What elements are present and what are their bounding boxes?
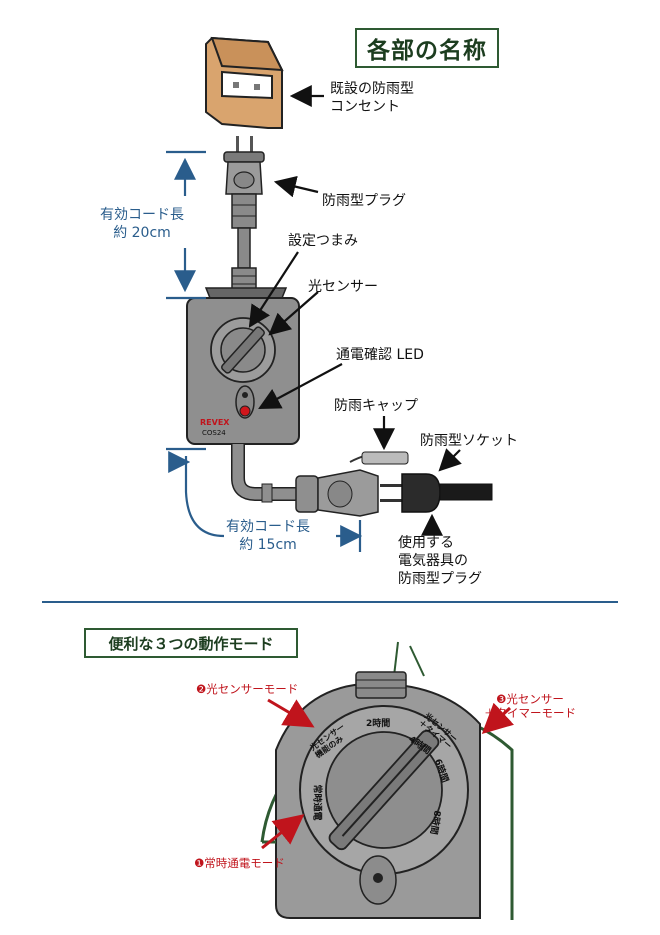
- brand-logo: REVEX: [200, 418, 230, 427]
- bottom-cord-illustration: [231, 444, 493, 517]
- dimension-bottom: [166, 447, 363, 552]
- model-label: COS24: [202, 429, 226, 437]
- dial-closeup-illustration: [260, 641, 514, 920]
- label-cord-bottom: 有効コード長 約 15cm: [226, 519, 310, 553]
- label-plug: 防雨型プラグ: [322, 193, 406, 209]
- label-sensor: 光センサー: [308, 279, 378, 295]
- mode-arrows: [261, 698, 515, 850]
- dial-label-2h: 2時間: [366, 719, 391, 729]
- label-dial: 設定つまみ: [288, 233, 358, 249]
- label-cord-top: 有効コード長 約 20cm: [100, 207, 184, 241]
- top-plug-illustration: [223, 136, 265, 299]
- dial-label-always-on: 常時通電: [311, 784, 322, 821]
- label-cap: 防雨キャップ: [334, 398, 418, 414]
- existing-outlet-illustration: [205, 36, 284, 129]
- label-mode-1: ❶常時通電モード: [194, 856, 285, 870]
- dimension-top: [166, 150, 206, 300]
- label-led: 通電確認 LED: [336, 347, 424, 363]
- label-socket: 防雨型ソケット: [420, 433, 518, 449]
- label-mode-3: ❸光センサー ＋タイマーモード: [484, 692, 576, 720]
- label-mode-2: ❷光センサーモード: [196, 682, 299, 696]
- modes-title: 便利な３つの動作モード: [84, 628, 298, 658]
- label-existing-outlet: 既設の防雨型 コンセント: [330, 81, 414, 115]
- label-appliance-plug: 使用する 電気器具の 防雨型プラグ: [398, 535, 482, 587]
- leader-arrows: [248, 85, 462, 536]
- diagram-title: 各部の名称: [355, 28, 499, 68]
